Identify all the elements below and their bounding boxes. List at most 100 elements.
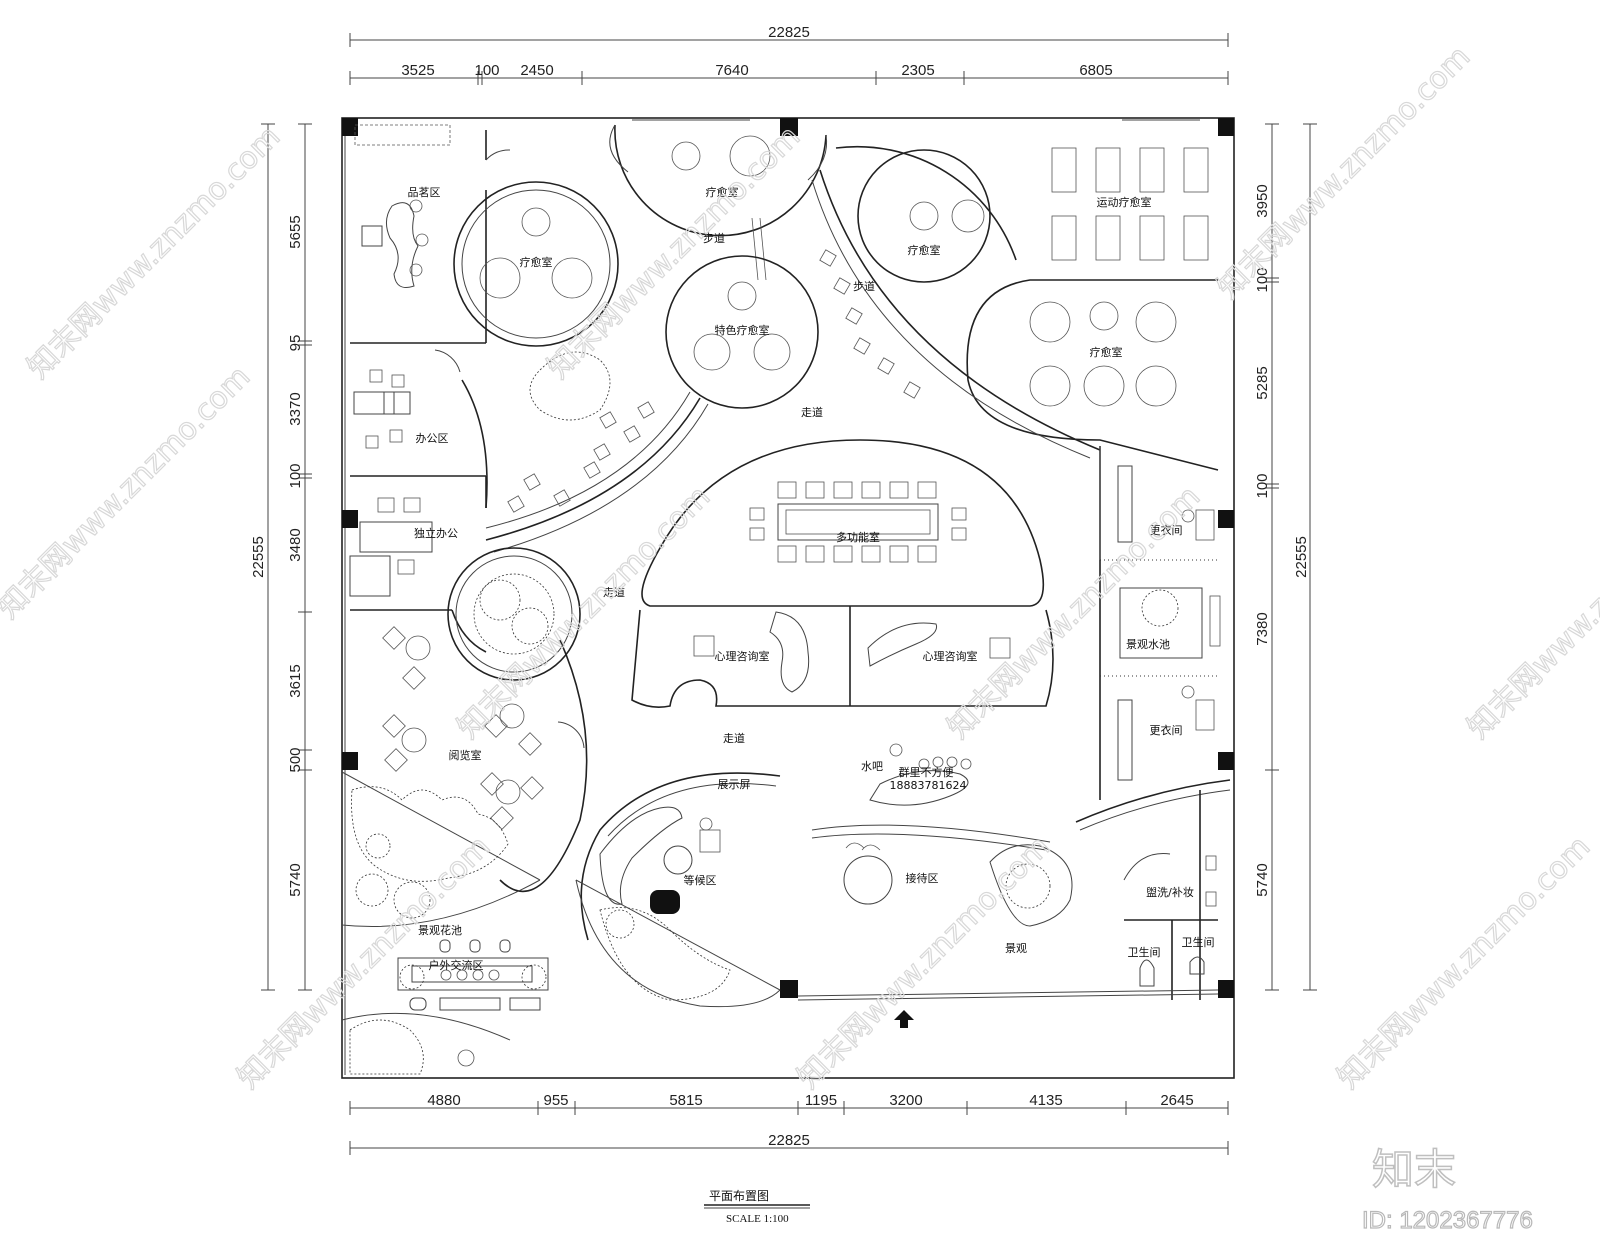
office-area-label: 办公区 (416, 432, 449, 445)
watermarks: 知末网www.znzmo.com 知末网www.znzmo.com 知末网www… (0, 39, 1600, 1235)
wc-2-label: 卫生间 (1182, 935, 1215, 949)
image-id-label: ID: 1202367776 (1362, 1207, 1533, 1234)
reception-label: 接待区 (906, 871, 939, 885)
corridor-2-label: 走道 (603, 585, 625, 599)
left-dim-4: 100 (287, 463, 304, 488)
left-dimensions: 22555 5655 95 3370 100 3480 3615 500 574… (250, 123, 312, 991)
phone-label: 18883781624 (890, 779, 967, 792)
bottom-dim-1: 4880 (427, 1092, 460, 1109)
landscape-label: 景观 (1005, 942, 1027, 955)
bottom-total-dimension: 22825 (768, 1132, 810, 1149)
right-dim-1: 3950 (1254, 184, 1271, 217)
right-dim-3: 5285 (1254, 366, 1271, 399)
display-screen-label: 展示屏 (718, 778, 751, 791)
group-label: 群里不方便 (899, 765, 954, 779)
watermark-text: 知末网www.znzmo.com (21, 119, 287, 385)
top-total-dimension: 22825 (768, 24, 810, 41)
top-dim-4: 7640 (715, 62, 748, 79)
therapy-room-2-label: 疗愈室 (706, 185, 739, 199)
landscape-lower (575, 879, 781, 1008)
private-office: 独立办公 (349, 497, 458, 597)
therapy-room-4: 疗愈室 (966, 279, 1219, 471)
bottom-dimensions: 4880 955 5815 1195 3200 4135 2645 22825 (349, 1092, 1229, 1155)
left-dim-6: 3615 (287, 664, 304, 697)
watermark-text: 知末网www.znzmo.com (1461, 479, 1600, 745)
bottom-dim-5: 3200 (889, 1092, 922, 1109)
outdoor-exchange: 户外交流区 (397, 939, 549, 1011)
title-block: 平面布置图 SCALE 1:100 (704, 1189, 810, 1225)
changing-1-label: 更衣间 (1150, 523, 1183, 537)
landscape-planter: 景观花池 (341, 771, 541, 937)
tea-area: 品茗区 (354, 124, 451, 288)
bottom-dim-7: 2645 (1160, 1092, 1193, 1109)
left-dim-8: 5740 (287, 863, 304, 896)
reception: 接待区 (811, 824, 1051, 905)
curved-paths: 步道 (485, 169, 1101, 553)
top-dim-1: 3525 (401, 62, 434, 79)
therapy-room-3-label: 疗愈室 (908, 243, 941, 257)
office-area: 办公区 (353, 369, 449, 449)
therapy-room-3: 疗愈室 (835, 145, 1017, 283)
left-partitions (350, 130, 511, 611)
landscape-pool: 景观水池 (1119, 587, 1221, 659)
landscape-planter-label: 景观花池 (418, 924, 462, 937)
structural-columns (342, 118, 1234, 998)
top-dim-6: 6805 (1079, 62, 1112, 79)
bottom-dim-4: 1195 (805, 1092, 837, 1109)
entrance (797, 989, 1219, 1028)
top-dimensions: 22825 3525 100 2450 7640 2305 6805 (349, 24, 1229, 85)
right-dim-6: 5740 (1254, 863, 1271, 896)
watermark-text: 知末网www.znzmo.com (791, 829, 1057, 1095)
wc-1-label: 卫生间 (1128, 945, 1161, 959)
right-dim-2: 100 (1254, 267, 1271, 292)
left-dim-5: 3480 (287, 528, 304, 561)
left-total-dimension: 22555 (250, 536, 267, 578)
outdoor-exchange-label: 户外交流区 (429, 958, 484, 972)
watermark-text: 知末网www.znzmo.com (941, 479, 1207, 745)
left-dim-7: 500 (287, 747, 304, 772)
display-and-waiting: 展示屏 等候区 (580, 772, 781, 941)
special-therapy-room: 特色疗愈室 (665, 255, 819, 409)
top-dim-5: 2305 (901, 62, 934, 79)
left-dim-1: 5655 (287, 215, 304, 248)
entrance-arrow-icon (894, 1010, 914, 1028)
watermark-text: 知末网www.znzmo.com (541, 119, 807, 385)
path-1-label: 步道 (703, 231, 725, 245)
watermark-text: 知末网www.znzmo.com (451, 479, 717, 745)
private-office-label: 独立办公 (414, 526, 458, 540)
therapy-room-1: 疗愈室 (453, 181, 619, 347)
corridor-3-label: 走道 (723, 731, 745, 745)
right-dim-4: 100 (1254, 473, 1271, 498)
lower-garden (341, 1012, 511, 1075)
sports-therapy-room: 运动疗愈室 (1051, 147, 1209, 261)
top-dim-2: 100 (474, 62, 499, 79)
brand-watermark: 知末 (1372, 1145, 1456, 1194)
therapy-room-1-label: 疗愈室 (520, 255, 553, 269)
top-dim-3: 2450 (520, 62, 553, 79)
multifunction-room: 多功能室 (641, 439, 1045, 607)
changing-2-label: 更衣间 (1150, 723, 1183, 737)
right-total-dimension: 22555 (1293, 536, 1310, 578)
left-dim-2: 95 (287, 335, 304, 352)
watermark-text: 知末网www.znzmo.com (1211, 39, 1477, 305)
water-bar: 水吧 群里不方便 18883781624 (861, 743, 972, 806)
counseling-1-label: 心理咨询室 (715, 649, 770, 663)
courtyard-tree (447, 547, 581, 681)
multifunction-label: 多功能室 (836, 530, 880, 544)
left-dim-3: 3370 (287, 392, 304, 425)
washroom-block: 盥洗/补妆 卫生间 卫生间 (1075, 779, 1231, 1000)
water-bar-label: 水吧 (861, 760, 883, 773)
right-dimensions: 3950 100 5285 100 7380 5740 22555 (1254, 123, 1317, 991)
bottom-dim-2: 955 (543, 1092, 568, 1109)
special-therapy-label: 特色疗愈室 (715, 323, 770, 337)
reading-room: 阅览室 (382, 609, 588, 893)
drawing-title: 平面布置图 (709, 1189, 769, 1203)
corridor-1-label: 走道 (801, 405, 823, 419)
changing-rooms: 更衣间 更衣间 (1099, 446, 1218, 800)
watermark-text: 知末网www.znzmo.com (0, 359, 257, 625)
watermark-text: 知末网www.znzmo.com (1331, 829, 1597, 1095)
landscape-right: 景观 (989, 844, 1073, 955)
bottom-dim-3: 5815 (669, 1092, 702, 1109)
counseling-2-label: 心理咨询室 (923, 649, 978, 663)
